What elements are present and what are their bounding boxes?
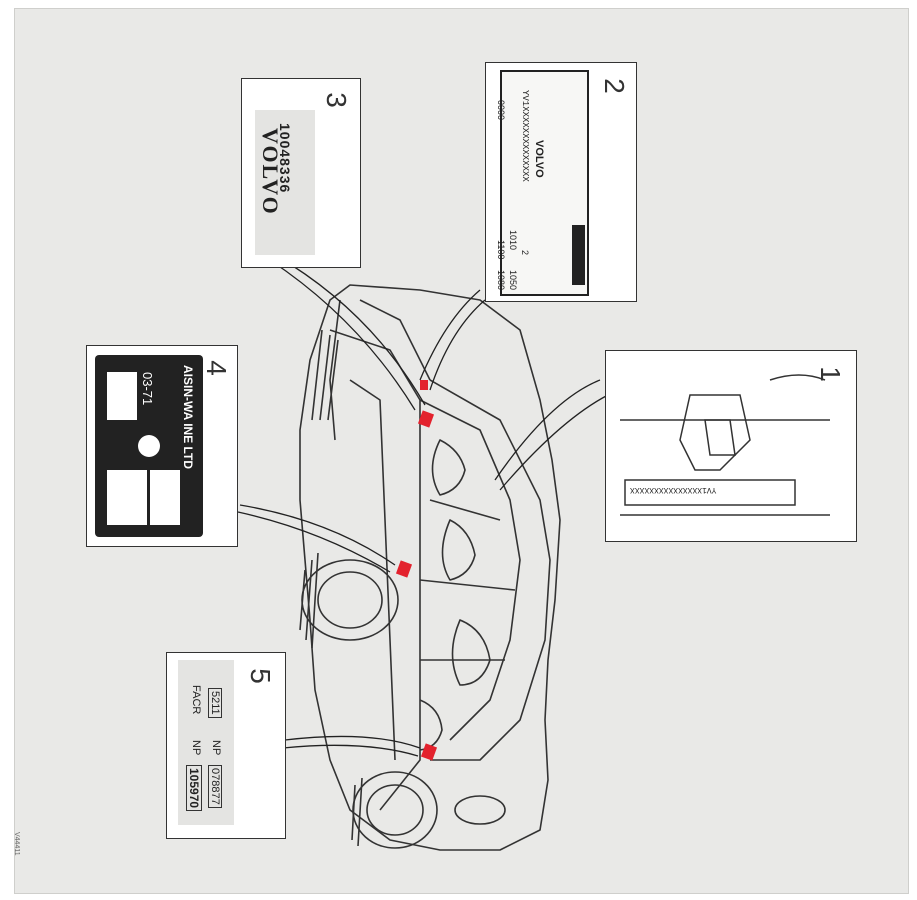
reference-number: V44411: [13, 832, 20, 856]
callout-5-r2a: FACR: [190, 685, 202, 715]
callout-5-number: 5: [244, 668, 276, 684]
callout-1-vin: YV1XXXXXXXXXXXXXXX: [630, 485, 717, 494]
callout-2-line1: YV1XXXXXXXXXXXXXX: [520, 90, 530, 182]
callout-3-plate: [255, 110, 315, 255]
callout-1-number: 1: [814, 366, 846, 382]
callout-2-brand: VOLVO: [533, 140, 545, 178]
callout-4-white-rect-1: [107, 372, 137, 420]
callout-2-line7: 1080: [496, 270, 506, 291]
callout-5-r2b: NP: [190, 740, 202, 756]
callout-4-number: 4: [200, 360, 232, 376]
callout-2-dark-block: [572, 225, 585, 285]
callout-5-r1c: 078877: [208, 765, 222, 808]
callout-4-white-circle: [138, 435, 160, 457]
callout-2-line6: 2: [520, 250, 530, 256]
callout-4-maker: AISIN-WA INE LTD: [181, 365, 195, 469]
callout-2-line4: 1100: [496, 240, 506, 260]
callout-4-model: 03-71: [140, 372, 155, 406]
callout-5-plate: [178, 660, 234, 825]
callout-2-line3: 0000: [496, 100, 506, 121]
callout-5-r1b: NP: [210, 740, 222, 756]
callout-2-number: 2: [598, 78, 630, 94]
callout-5-r1a: 5211: [208, 688, 222, 718]
callout-2-line5: 1050: [508, 270, 518, 291]
callout-1-box: [605, 350, 857, 542]
callout-3-number: 3: [320, 92, 352, 108]
callout-3-brand: VOLVO: [258, 128, 283, 216]
callout-4-white-rect-3: [150, 470, 180, 525]
callout-4-white-rect-2: [107, 470, 147, 525]
callout-5-r2c: 105970: [186, 765, 202, 812]
callout-2-line2: 1010: [508, 230, 518, 251]
